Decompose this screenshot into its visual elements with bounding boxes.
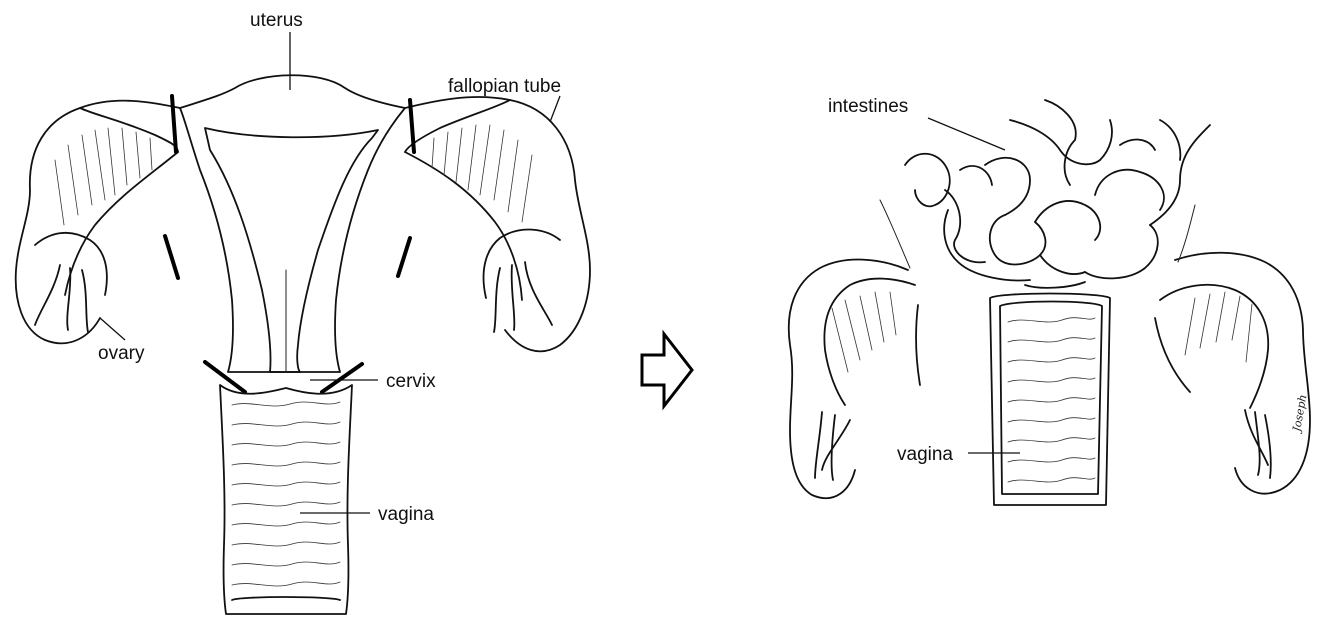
right-diagram-right-tube-hatching [1184,291,1253,363]
right-ovary [493,261,553,333]
left-cervix-clamp [203,360,247,394]
right-ligament-line [1177,204,1196,263]
fallopian-tube-leader [549,95,561,123]
intestines-leader [927,117,1006,151]
right-ligament-clamp [396,236,412,278]
intestines [904,99,1211,289]
ovary-leader [99,317,126,341]
right-diagram-left-tube [787,258,909,500]
right-diagram-right-ovary [1244,409,1272,479]
vagina-rugae [231,401,341,587]
right-fallopian-tube [404,96,591,353]
right-tube-clamp [408,98,416,154]
left-ovary [34,264,89,333]
uterus-outline [179,74,406,373]
artist-signature: Joseph [1290,394,1310,435]
right-tube-inner [404,151,523,301]
intestines-label: intestines [828,96,908,117]
left-ligament-line [879,199,911,269]
fallopian-tube-label: fallopian tube [448,76,561,97]
left-tube-clamp [170,94,178,154]
right-diagram: intestines vagina Joseph [787,96,1311,506]
vagina-label: vagina [378,504,434,525]
vaginal-cuff-inner [999,300,1103,495]
left-vagina [219,384,353,615]
right-arrow-icon [640,329,694,411]
right-tube-hatching [431,124,533,223]
cervix-label: cervix [386,371,436,392]
left-diagram: uterus fallopian tube ovary cervix vagin… [14,10,591,615]
right-diagram-right-tube-inner [1159,283,1270,409]
left-ligament-clamp [163,234,180,280]
left-tube-inner [64,151,179,296]
left-tube-hatching [54,127,153,226]
vaginal-cuff-rugae [1007,317,1096,483]
right-cervix-clamp [320,362,364,394]
right-diagram-left-ovary [814,411,851,481]
right-diagram-left-tube-hatching [831,291,897,373]
uterus-label: uterus [250,10,303,31]
vaginal-cuff [989,292,1111,506]
right-diagram-right-tube-cut [1154,317,1191,393]
uterine-cavity [204,127,379,373]
right-diagram-left-tube-cut [915,304,921,386]
right-diagram-left-tube-inner [823,277,916,406]
right-vagina-label: vagina [897,444,953,465]
left-vagina-rim [231,596,341,601]
right-diagram-right-tube [1174,251,1311,495]
ovary-label: ovary [98,343,145,364]
left-fallopian-tube [14,99,181,345]
